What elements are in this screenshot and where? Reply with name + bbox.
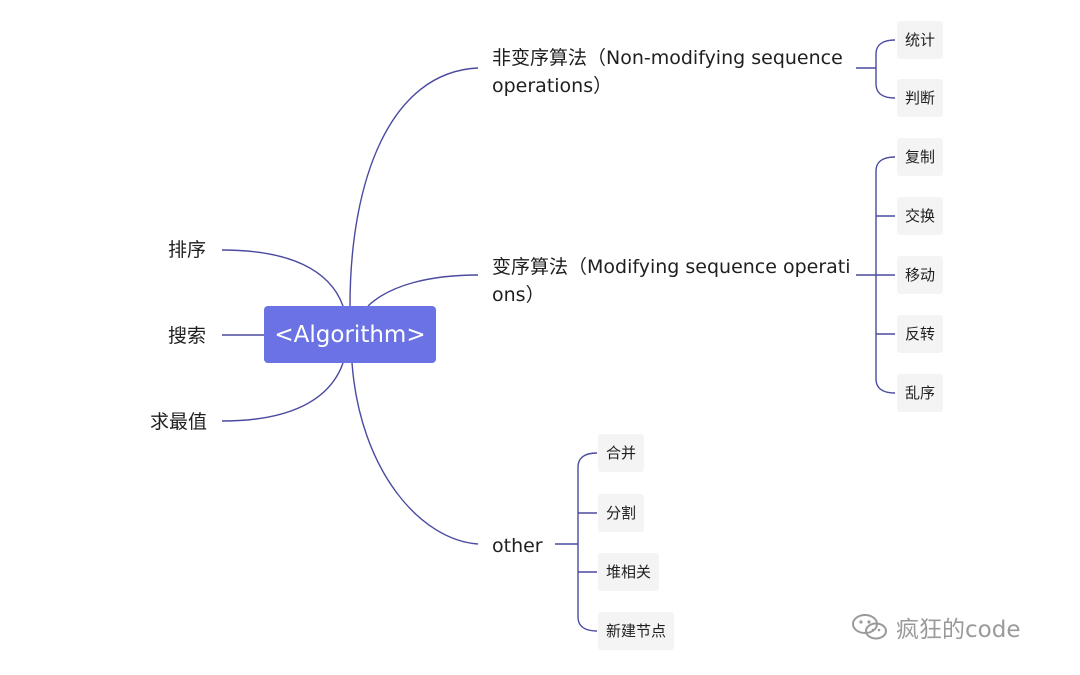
leaf-shuffle[interactable]: 乱序 [897, 374, 944, 412]
connector-root-nonmodifying [349, 67, 479, 307]
leaf-merge[interactable]: 合并 [598, 434, 645, 472]
wechat-icon [852, 614, 887, 640]
connector-nonmodifying-bracket [875, 39, 896, 99]
connector-left-sort [221, 249, 344, 307]
branch-modifying-title-line2: ons） [492, 284, 545, 306]
watermark-text: 疯狂的code [896, 617, 1021, 643]
leaf-split[interactable]: 分割 [598, 494, 645, 532]
root-node-label: <Algorithm> [274, 321, 426, 348]
leaf-count[interactable]: 统计 [897, 21, 944, 59]
left-topic-extremum[interactable]: 求最值 [150, 411, 208, 433]
watermark: 疯狂的code [850, 610, 1020, 644]
branch-nonmodifying-title-line2: operations） [492, 75, 613, 97]
branch-modifying-title-line1: 变序算法（Modifying sequence operati [492, 256, 851, 278]
root-node[interactable]: <Algorithm> [264, 306, 436, 363]
leaf-heap[interactable]: 堆相关 [598, 553, 660, 591]
connector-root-other [351, 362, 479, 545]
leaf-new-node[interactable]: 新建节点 [598, 612, 675, 650]
connector-root-modifying [367, 274, 479, 307]
left-topic-search[interactable]: 搜索 [168, 325, 207, 347]
leaf-swap[interactable]: 交换 [897, 197, 944, 235]
leaf-copy[interactable]: 复制 [897, 138, 944, 176]
connector-left-extremum [221, 362, 344, 422]
leaf-judge[interactable]: 判断 [897, 79, 944, 117]
left-topic-sort[interactable]: 排序 [168, 239, 207, 261]
leaf-reverse[interactable]: 反转 [897, 315, 944, 353]
branch-nonmodifying-title[interactable]: 非变序算法（Non-modifying sequence operations） [492, 44, 843, 100]
branch-modifying-title[interactable]: 变序算法（Modifying sequence operati ons） [492, 253, 851, 309]
branch-other-title[interactable]: other [492, 535, 543, 557]
connector-other-bracket [577, 452, 598, 632]
leaf-move[interactable]: 移动 [897, 256, 944, 294]
branch-nonmodifying-title-line1: 非变序算法（Non-modifying sequence [492, 47, 843, 69]
